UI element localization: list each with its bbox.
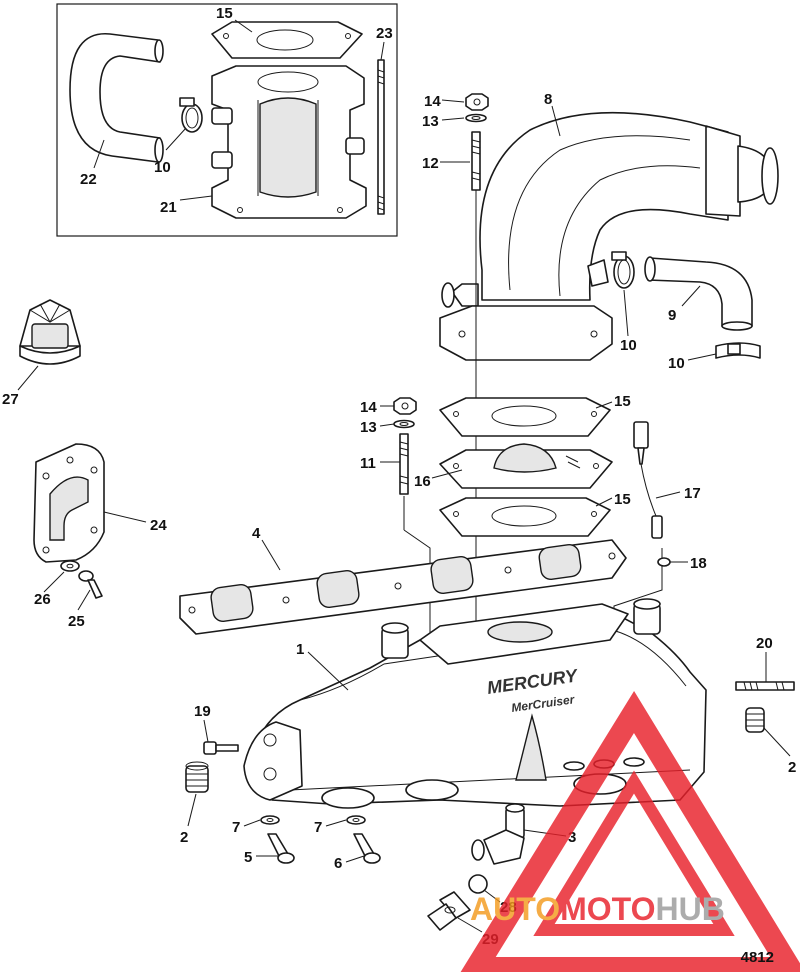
callout-21: 21	[160, 199, 177, 216]
callout-17: 17	[684, 485, 701, 502]
cap-part-27	[19, 299, 81, 365]
callout-27: 27	[2, 391, 19, 408]
callout-13-upper: 13	[422, 113, 439, 130]
sensor-part-17	[633, 421, 663, 539]
callout-23: 23	[376, 25, 393, 42]
callout-14-upper: 14	[424, 93, 441, 110]
callout-12: 12	[422, 155, 439, 172]
washer-part-13-lower	[393, 419, 415, 429]
callout-20: 20	[756, 635, 773, 652]
callout-1: 1	[296, 641, 304, 658]
callout-6: 6	[334, 855, 342, 872]
stud-part-12	[471, 131, 481, 191]
callout-11: 11	[360, 455, 376, 472]
hose-clamp-part-10-lower	[715, 342, 761, 359]
callout-18: 18	[690, 555, 707, 572]
bolt-part-19	[203, 741, 239, 755]
callout-9: 9	[668, 307, 676, 324]
bolt-part-6	[353, 833, 381, 864]
callout-14-lower: 14	[360, 399, 377, 416]
plug-part-2-left	[185, 761, 209, 793]
callout-4: 4	[252, 525, 261, 542]
callout-7-right: 7	[314, 819, 322, 836]
bracket-plate-part-24	[33, 443, 105, 563]
callout-2-right: 2	[788, 759, 796, 776]
callout-25: 25	[68, 613, 85, 630]
watermark-text-moto: MOTO	[560, 891, 655, 927]
callout-10-lower: 10	[668, 355, 685, 372]
callout-24: 24	[150, 517, 167, 534]
washer-part-7-right	[346, 815, 366, 825]
callout-13-lower: 13	[360, 419, 377, 436]
stud-part-11	[399, 433, 409, 495]
nut-part-14-upper	[465, 93, 489, 111]
callout-8: 8	[544, 91, 552, 108]
callout-19: 19	[194, 703, 211, 720]
drain-fitting-part-29	[427, 891, 471, 931]
callout-5: 5	[244, 849, 252, 866]
figure-number: 4812	[740, 949, 774, 966]
plug-part-2-right	[745, 707, 765, 733]
callouts: 1 2 2 3 4 5 6 7 7 8 9 10 10 10 11 12 13 …	[2, 5, 796, 948]
hose-clamp-part-10-upper	[611, 251, 635, 289]
exhaust-elbow-part-8	[439, 111, 779, 361]
gasket-part-15-inset	[211, 21, 363, 59]
callout-15-upper: 15	[614, 393, 631, 410]
o-ring-part-18	[657, 557, 671, 567]
hose-clamp-part-10-inset	[179, 97, 203, 133]
bolt-part-5	[267, 833, 295, 864]
inset-box	[56, 3, 398, 237]
washer-part-26	[60, 560, 80, 572]
hose-elbow-part-9	[644, 256, 753, 331]
stud-part-23	[377, 59, 385, 215]
ball-part-28	[468, 874, 488, 894]
exhaust-elbow-riser-part-21	[211, 65, 367, 219]
gasket-part-15-upper	[439, 397, 611, 437]
washer-part-7-left	[260, 815, 280, 825]
callout-3: 3	[568, 829, 576, 846]
callout-15-inset: 15	[216, 5, 233, 22]
callout-2-left: 2	[180, 829, 188, 846]
exhaust-manifold-part-1: MERCURY MerCruiser	[243, 598, 707, 809]
watermark: AUTOMOTOHUB	[460, 690, 800, 972]
stud-part-20	[735, 681, 795, 691]
spacer-plate-part-16	[439, 443, 613, 489]
hose-u-part-22	[69, 33, 164, 163]
watermark-text: AUTOMOTOHUB	[470, 891, 725, 927]
watermark-text-hub: HUB	[655, 891, 724, 927]
callout-10-upper: 10	[620, 337, 637, 354]
callout-22: 22	[80, 171, 97, 188]
callout-7-left: 7	[232, 819, 240, 836]
manifold-gasket-part-4	[179, 539, 627, 635]
watermark-triangle-inner	[533, 770, 735, 936]
callout-10-inset: 10	[154, 159, 171, 176]
washer-part-13-upper	[465, 113, 487, 123]
callout-16: 16	[414, 473, 431, 490]
bolt-part-25	[78, 570, 103, 599]
callout-15-lower: 15	[614, 491, 631, 508]
gasket-part-15-lower	[439, 497, 611, 537]
watermark-text-auto: AUTO	[470, 891, 560, 927]
leader-lines	[17, 19, 791, 933]
callout-26: 26	[34, 591, 51, 608]
elbow-fitting-part-3	[471, 803, 525, 865]
watermark-triangle	[460, 690, 800, 972]
nut-part-14-lower	[393, 397, 417, 415]
